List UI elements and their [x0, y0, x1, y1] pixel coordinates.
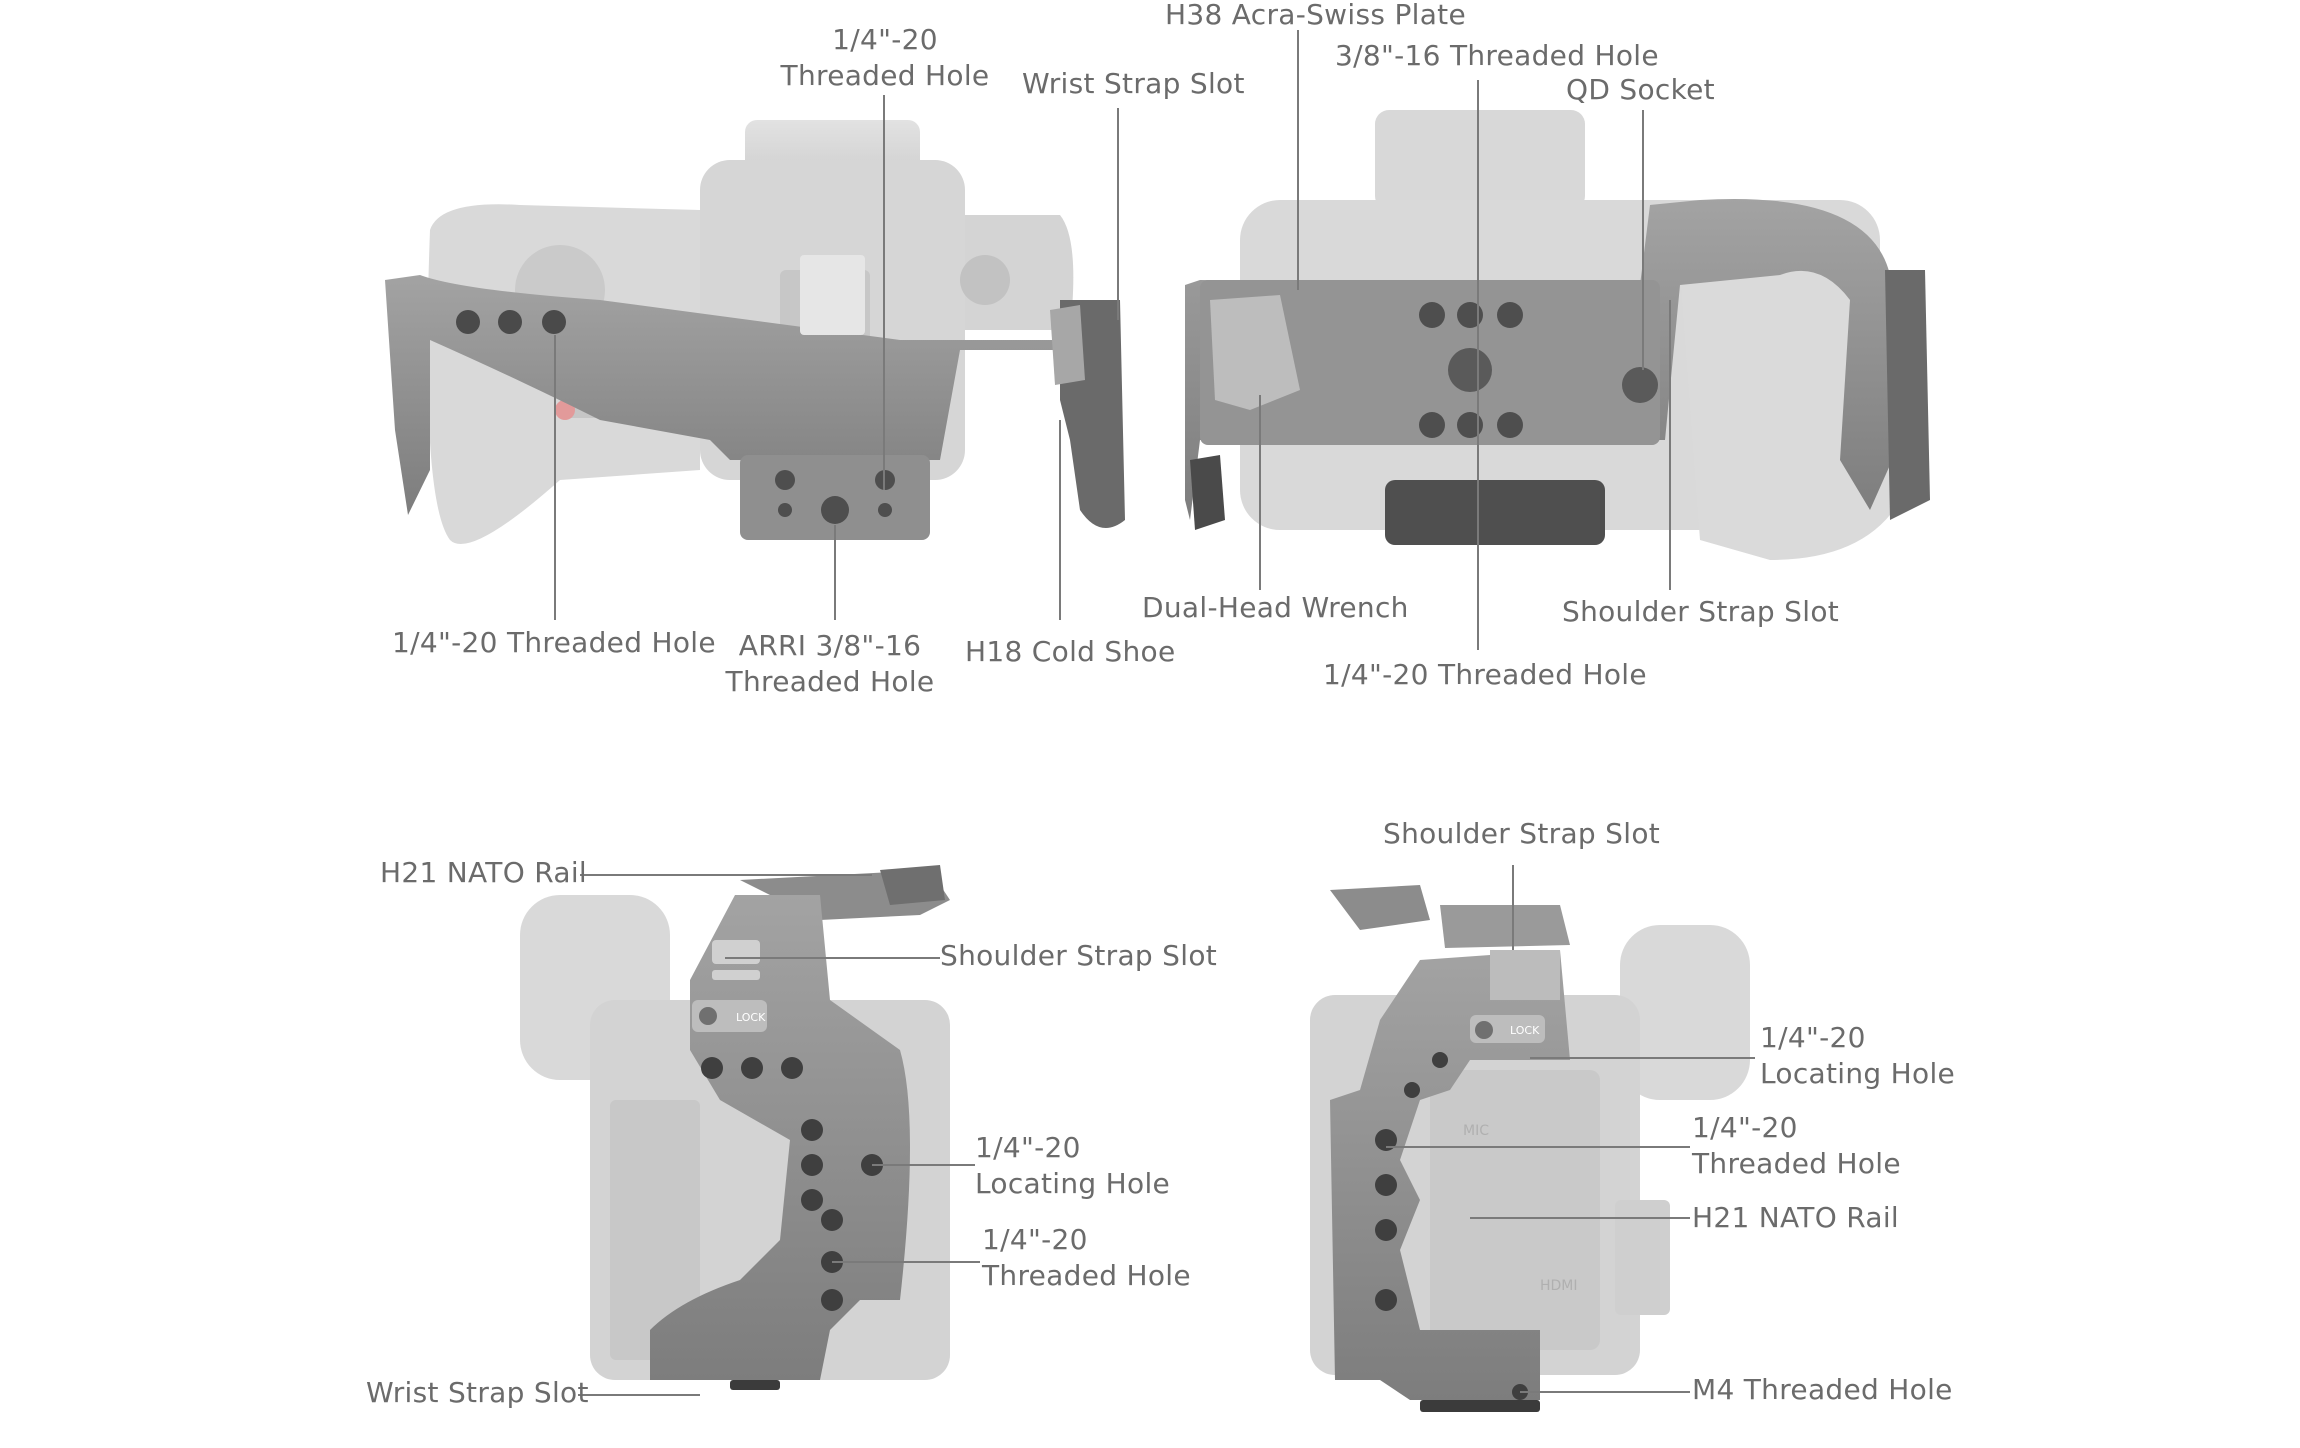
locating-hole-label: 1/4"-20 Locating Hole: [1760, 1020, 1955, 1092]
lock-text: LOCK: [1510, 1024, 1540, 1037]
label-line: 1/4"-20: [1760, 1021, 1866, 1054]
shoulder-strap-slot-label: Shoulder Strap Slot: [1562, 595, 1840, 628]
hot-shoe: [800, 255, 865, 335]
top-view-left: [385, 120, 1125, 544]
label-line: Locating Hole: [975, 1167, 1171, 1200]
label-line: 1/4"-20: [982, 1223, 1088, 1256]
label-line: Threaded Hole: [1692, 1147, 1901, 1180]
cage-side-right: [1330, 885, 1570, 1412]
side-view-right: LOCK MIC HDMI: [1310, 885, 1750, 1412]
threaded-hole-top-label: 1/4"-20 Threaded Hole: [780, 22, 990, 94]
label-line: Locating Hole: [1760, 1057, 1956, 1090]
cold-shoe-label: H18 Cold Shoe: [965, 635, 1176, 668]
nato-rail-label: H21 NATO Rail: [380, 856, 588, 889]
locating-hole-label: 1/4"-20 Locating Hole: [975, 1130, 1170, 1202]
dual-head-wrench-label: Dual-Head Wrench: [1142, 591, 1409, 624]
label-line: 1/4"-20: [832, 23, 938, 56]
wrist-strap-slot-label: Wrist Strap Slot: [366, 1376, 589, 1409]
wrist-strap-slot-label: Wrist Strap Slot: [1022, 67, 1245, 100]
label-line: Threaded Hole: [780, 59, 990, 92]
cage-side-left: [650, 865, 950, 1390]
mic-port-label: MIC: [1463, 1123, 1489, 1139]
label-line: 1/4"-20: [975, 1131, 1081, 1164]
hdmi-port-label: HDMI: [1540, 1278, 1578, 1294]
label-line: Threaded Hole: [982, 1259, 1191, 1292]
nato-rail-label: H21 NATO Rail: [1692, 1201, 1900, 1234]
cage-top-left: [385, 275, 1125, 540]
shoulder-strap-slot-label: Shoulder Strap Slot: [940, 939, 1218, 972]
threaded-hole-left-label: 1/4"-20 Threaded Hole: [392, 626, 716, 659]
label-line: 1/4"-20: [1692, 1111, 1798, 1144]
qd-socket-label: QD Socket: [1566, 73, 1715, 106]
arri-threaded-hole-label: ARRI 3/8"-16 Threaded Hole: [725, 628, 935, 700]
lock-text: LOCK: [736, 1011, 766, 1024]
cage-bottom: [1185, 198, 1930, 530]
leader-lines: [554, 30, 1755, 1396]
threaded-hole-bottom-label: 1/4"-20 Threaded Hole: [1323, 658, 1647, 691]
threaded-hole-label: 1/4"-20 Threaded Hole: [982, 1222, 1191, 1294]
threaded-hole-label: 1/4"-20 Threaded Hole: [1692, 1110, 1901, 1182]
label-line: Threaded Hole: [725, 665, 935, 698]
m4-threaded-hole-label: M4 Threaded Hole: [1692, 1373, 1953, 1406]
bottom-view-right: [1185, 110, 1930, 560]
threaded-hole-38-label: 3/8"-16 Threaded Hole: [1335, 39, 1659, 72]
acra-swiss-plate-label: H38 Acra-Swiss Plate: [1165, 0, 1466, 31]
side-view-left: LOCK: [520, 865, 950, 1390]
label-line: ARRI 3/8"-16: [738, 629, 922, 662]
shoulder-strap-slot-label: Shoulder Strap Slot: [1383, 817, 1661, 850]
